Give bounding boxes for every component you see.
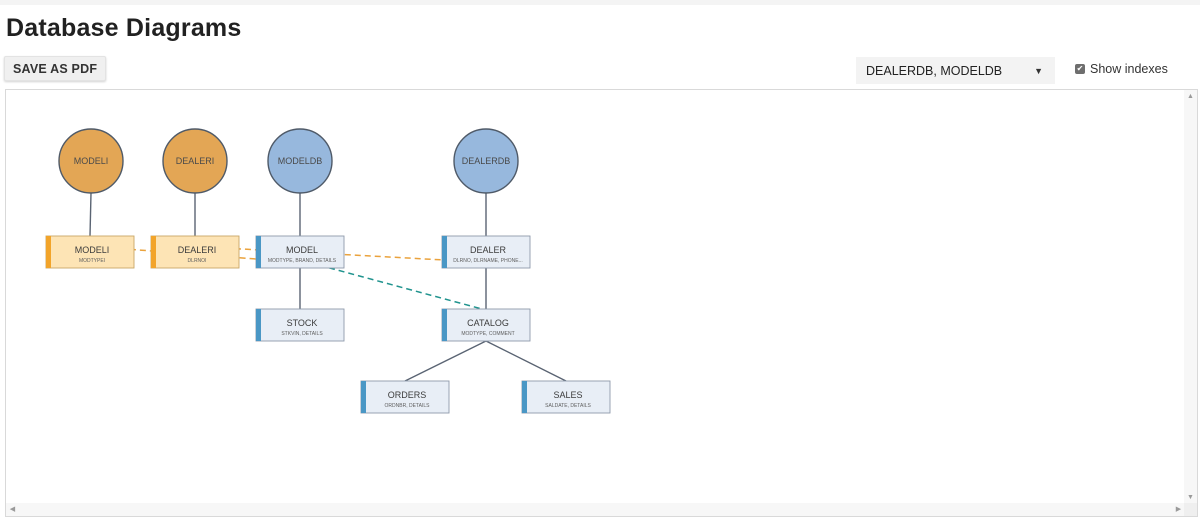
db-node-dealeri[interactable]: DEALERI	[162, 128, 228, 194]
chevron-down-icon: ▼	[1034, 65, 1043, 76]
segment-node-dealeri[interactable]: DEALERI DLRNOI	[150, 235, 240, 269]
db-circle-dealerdb[interactable]	[453, 128, 519, 194]
db-node-modeli[interactable]: MODELI	[58, 128, 124, 194]
db-circle-modeldb[interactable]	[267, 128, 333, 194]
segment-name-catalog: CATALOG	[467, 318, 509, 328]
segment-name-model: MODEL	[286, 245, 318, 255]
horizontal-scrollbar[interactable]: ◀ ▶	[6, 503, 1185, 516]
connector-catalog-orders	[404, 340, 487, 382]
show-indexes-toggle[interactable]: ✔ Show indexes	[1075, 61, 1168, 77]
segment-accent-stock	[256, 309, 261, 341]
scroll-up-icon[interactable]: ▲	[1187, 93, 1194, 100]
segment-node-stock[interactable]: STOCK STKVIN, DETAILS	[255, 308, 345, 342]
top-bar	[0, 0, 1200, 5]
db-label-dealeri: DEALERI	[176, 156, 215, 166]
segment-accent-catalog	[442, 309, 447, 341]
segment-node-modeli[interactable]: MODELI MODTYPEI	[45, 235, 135, 269]
segment-accent-modeli	[46, 236, 51, 268]
segment-fields-model: MODTYPE, BRAND, DETAILS	[268, 258, 337, 264]
segment-name-orders: ORDERS	[388, 390, 427, 400]
db-label-dealerdb: DEALERDB	[462, 156, 511, 166]
segment-accent-model	[256, 236, 261, 268]
show-indexes-label: Show indexes	[1090, 62, 1168, 76]
segment-name-dealer: DEALER	[470, 245, 507, 255]
segment-fields-dealeri: DLRNOI	[188, 258, 207, 264]
segment-fields-catalog: MODTYPE, COMMENT	[461, 331, 514, 337]
db-node-modeldb[interactable]: MODELDB	[267, 128, 333, 194]
scroll-right-icon[interactable]: ▶	[1175, 506, 1182, 513]
database-diagram[interactable]: MODELI DEALERI MODELDB DEALERDB MODELI MODTYP…	[6, 90, 1185, 504]
segment-node-dealer[interactable]: DEALER DLRNO, DLRNAME, PHONE...	[441, 235, 531, 269]
segment-node-catalog[interactable]: CATALOG MODTYPE, COMMENT	[441, 308, 531, 342]
segment-name-sales: SALES	[553, 390, 582, 400]
scrollbar-corner	[1184, 503, 1197, 516]
db-circle-dealeri[interactable]	[162, 128, 228, 194]
segment-box-stock[interactable]	[255, 308, 345, 342]
segment-name-modeli: MODELI	[75, 245, 110, 255]
segment-accent-dealeri	[151, 236, 156, 268]
segment-node-model[interactable]: MODEL MODTYPE, BRAND, DETAILS	[255, 235, 345, 269]
index-link-dealeri-dealer	[204, 246, 482, 263]
database-select[interactable]: DEALERDB, MODELDB ▼	[856, 57, 1055, 84]
segment-fields-stock: STKVIN, DETAILS	[281, 331, 323, 337]
segment-fields-modeli: MODTYPEI	[79, 258, 105, 264]
segment-box-catalog[interactable]	[441, 308, 531, 342]
segment-accent-sales	[522, 381, 527, 413]
diagram-canvas[interactable]: MODELI DEALERI MODELDB DEALERDB MODELI MODTYP…	[5, 89, 1198, 517]
segment-node-sales[interactable]: SALES SALDATE, DETAILS	[521, 380, 611, 414]
connector-catalog-sales	[485, 340, 567, 382]
segment-node-orders[interactable]: ORDERS ORDNBR, DETAILS	[360, 380, 450, 414]
segment-accent-orders	[361, 381, 366, 413]
db-circle-modeli[interactable]	[58, 128, 124, 194]
segment-fields-orders: ORDNBR, DETAILS	[385, 403, 431, 409]
page-title: Database Diagrams	[6, 14, 242, 42]
segment-box-orders[interactable]	[360, 380, 450, 414]
db-label-modeldb: MODELDB	[278, 156, 323, 166]
db-label-modeli: MODELI	[74, 156, 109, 166]
database-select-value: DEALERDB, MODELDB	[866, 63, 1003, 78]
segment-fields-sales: SALDATE, DETAILS	[545, 403, 591, 409]
db-node-dealerdb[interactable]: DEALERDB	[453, 128, 519, 194]
segment-name-stock: STOCK	[287, 318, 318, 328]
save-as-pdf-button[interactable]: SAVE AS PDF	[4, 56, 107, 81]
scroll-down-icon[interactable]: ▼	[1187, 494, 1194, 501]
segment-fields-dealer: DLRNO, DLRNAME, PHONE...	[453, 258, 522, 264]
connector-modeli-modeli	[89, 192, 92, 237]
checkbox-checked-icon[interactable]: ✔	[1075, 64, 1085, 74]
vertical-scrollbar[interactable]: ▲ ▼	[1184, 90, 1197, 504]
segment-accent-dealer	[442, 236, 447, 268]
segment-name-dealeri: DEALERI	[178, 245, 217, 255]
segment-box-sales[interactable]	[521, 380, 611, 414]
scroll-left-icon[interactable]: ◀	[9, 506, 16, 513]
